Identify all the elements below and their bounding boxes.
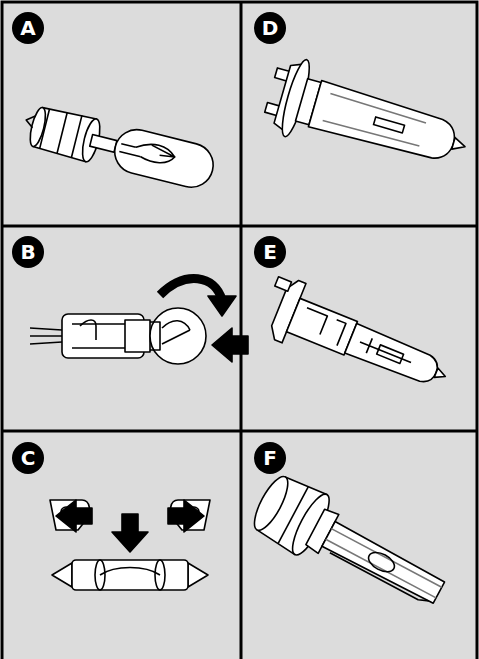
panel-letter: E xyxy=(254,236,286,268)
push-arrow xyxy=(212,328,248,362)
release-arrow xyxy=(56,500,92,532)
panel-letter: C xyxy=(12,442,44,474)
release-arrow xyxy=(168,500,204,532)
panel-letter: B xyxy=(12,236,44,268)
callout-letter: C xyxy=(21,446,36,470)
callout-letter: D xyxy=(262,16,279,40)
panel-letter: F xyxy=(254,442,286,474)
insert-arrow xyxy=(112,514,148,552)
h1-bulb xyxy=(256,273,458,404)
xenon-bulb xyxy=(246,469,455,623)
h7-bulb xyxy=(260,53,476,186)
panel-divider xyxy=(240,2,243,659)
panel-letter: D xyxy=(254,12,286,44)
panel-letter: A xyxy=(12,12,44,44)
bayonet-bulb xyxy=(30,308,206,364)
panel-divider xyxy=(2,430,477,433)
panel-divider xyxy=(2,225,477,228)
rotate-arrow xyxy=(208,296,236,316)
festoon-bulb xyxy=(50,500,210,590)
callout-letter: B xyxy=(20,240,35,264)
callout-letter: E xyxy=(263,240,277,264)
wedge-bulb xyxy=(20,103,218,192)
callout-letter: A xyxy=(20,16,35,40)
callout-letter: F xyxy=(263,446,277,470)
